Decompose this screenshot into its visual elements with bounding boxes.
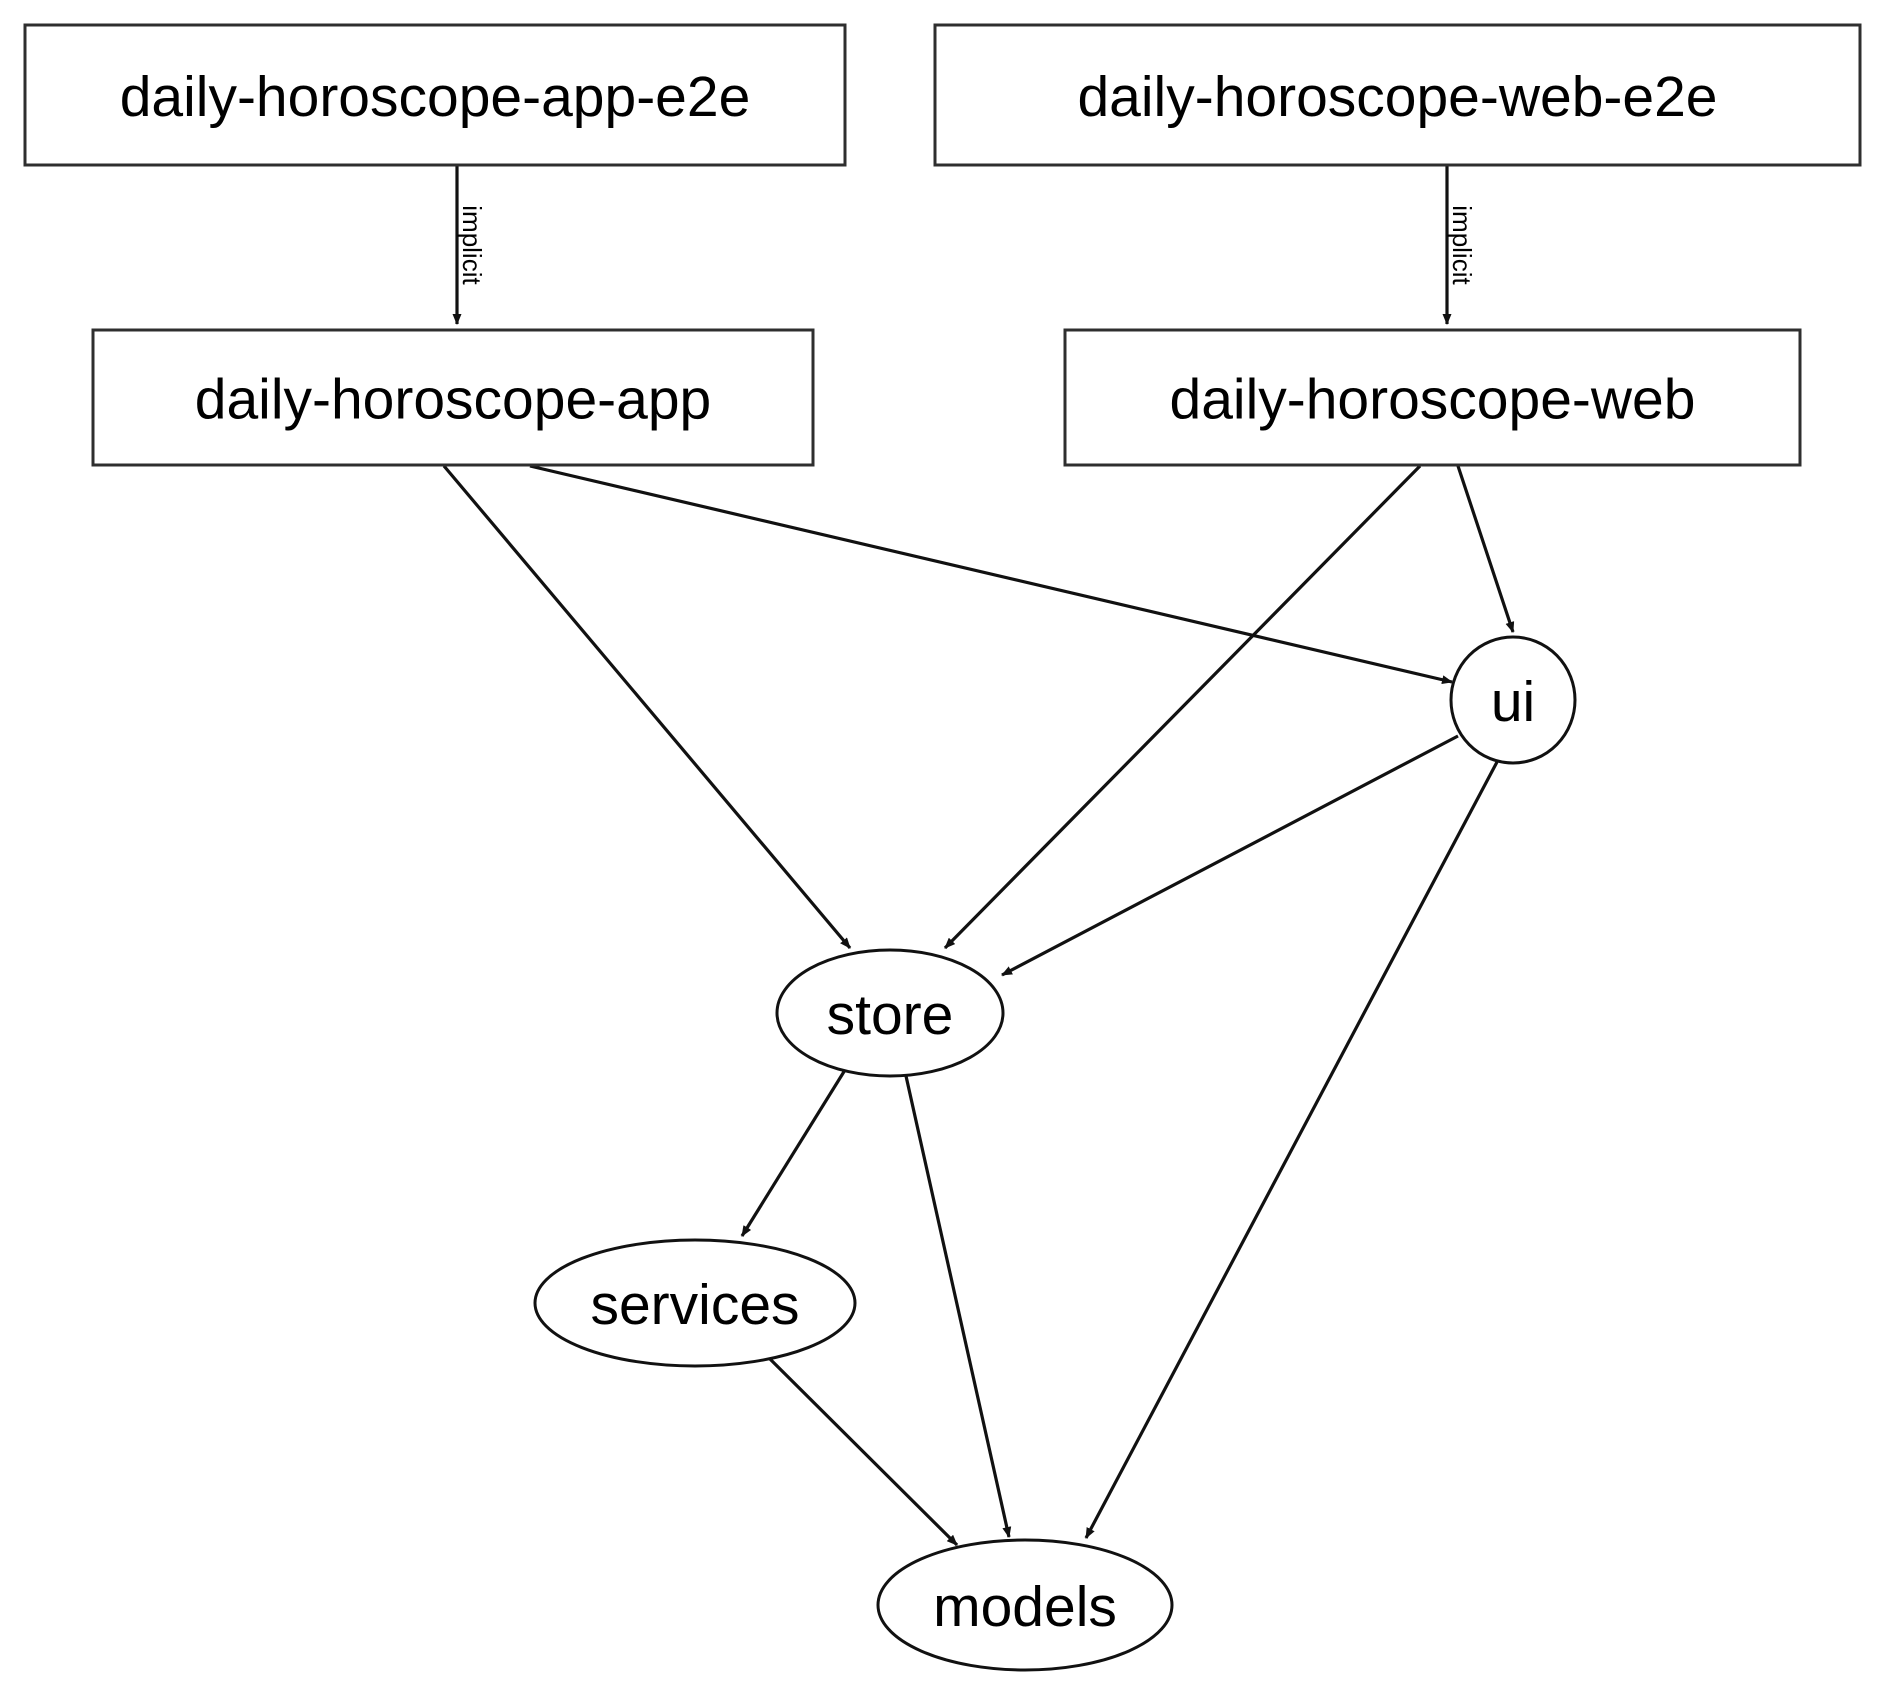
node-daily-horoscope-app[interactable]: daily-horoscope-app — [91, 328, 815, 467]
edge-line — [1456, 465, 1515, 633]
node-label-daily-horoscope-web: daily-horoscope-web — [1170, 368, 1696, 432]
nodes-layer: daily-horoscope-app-e2e daily-horoscope-w… — [23, 23, 1862, 1672]
edge-daily-horoscope-web-e2e-to-daily-horoscope-web: implicit — [1442, 166, 1477, 325]
node-box-shape[interactable] — [933, 23, 1862, 167]
edge-label: implicit — [1447, 205, 1477, 285]
node-label-daily-horoscope-app: daily-horoscope-app — [195, 368, 711, 432]
edge-line — [529, 464, 1453, 685]
edges-layer: implicit implicit — [442, 166, 1515, 1547]
edge-store-to-services — [740, 1069, 847, 1237]
edge-line — [904, 1075, 1012, 1538]
node-store[interactable]: store — [775, 948, 1005, 1078]
edge-line — [740, 1069, 847, 1237]
edge-line — [766, 1355, 959, 1547]
node-daily-horoscope-web-e2e[interactable]: daily-horoscope-web-e2e — [933, 23, 1862, 167]
node-label-store: store — [827, 983, 954, 1047]
node-ellipse-shape[interactable] — [533, 1238, 857, 1368]
edge-ui-to-store — [1001, 734, 1459, 977]
node-daily-horoscope-app-e2e[interactable]: daily-horoscope-app-e2e — [23, 23, 847, 167]
edge-daily-horoscope-app-e2e-to-daily-horoscope-app: implicit — [452, 166, 487, 325]
node-label-ui: ui — [1491, 670, 1535, 734]
node-daily-horoscope-web[interactable]: daily-horoscope-web — [1063, 328, 1802, 467]
node-box-shape[interactable] — [91, 328, 815, 467]
node-ellipse-shape[interactable] — [775, 948, 1005, 1078]
edge-line — [442, 464, 852, 950]
node-label-services: services — [590, 1273, 799, 1337]
node-label-daily-horoscope-app-e2e: daily-horoscope-app-e2e — [120, 65, 751, 129]
node-models[interactable]: models — [876, 1538, 1174, 1672]
edge-services-to-models — [766, 1355, 959, 1547]
node-ellipse-shape[interactable] — [876, 1538, 1174, 1672]
edge-daily-horoscope-app-to-ui — [529, 464, 1453, 685]
node-ellipse-shape[interactable] — [1449, 635, 1577, 765]
node-box-shape[interactable] — [23, 23, 847, 167]
edge-line — [1001, 734, 1459, 977]
edge-line — [1084, 761, 1499, 1539]
node-label-daily-horoscope-web-e2e: daily-horoscope-web-e2e — [1077, 65, 1717, 129]
edge-daily-horoscope-app-to-store — [442, 464, 852, 950]
node-label-models: models — [933, 1575, 1117, 1639]
edge-ui-to-models — [1084, 761, 1499, 1539]
edge-daily-horoscope-web-to-store — [943, 464, 1422, 950]
node-box-shape[interactable] — [1063, 328, 1802, 467]
edge-daily-horoscope-web-to-ui — [1456, 465, 1515, 633]
edge-store-to-models — [904, 1075, 1012, 1538]
node-ui[interactable]: ui — [1449, 635, 1577, 765]
edge-label: implicit — [457, 205, 487, 285]
edge-line — [943, 464, 1422, 950]
node-services[interactable]: services — [533, 1238, 857, 1368]
